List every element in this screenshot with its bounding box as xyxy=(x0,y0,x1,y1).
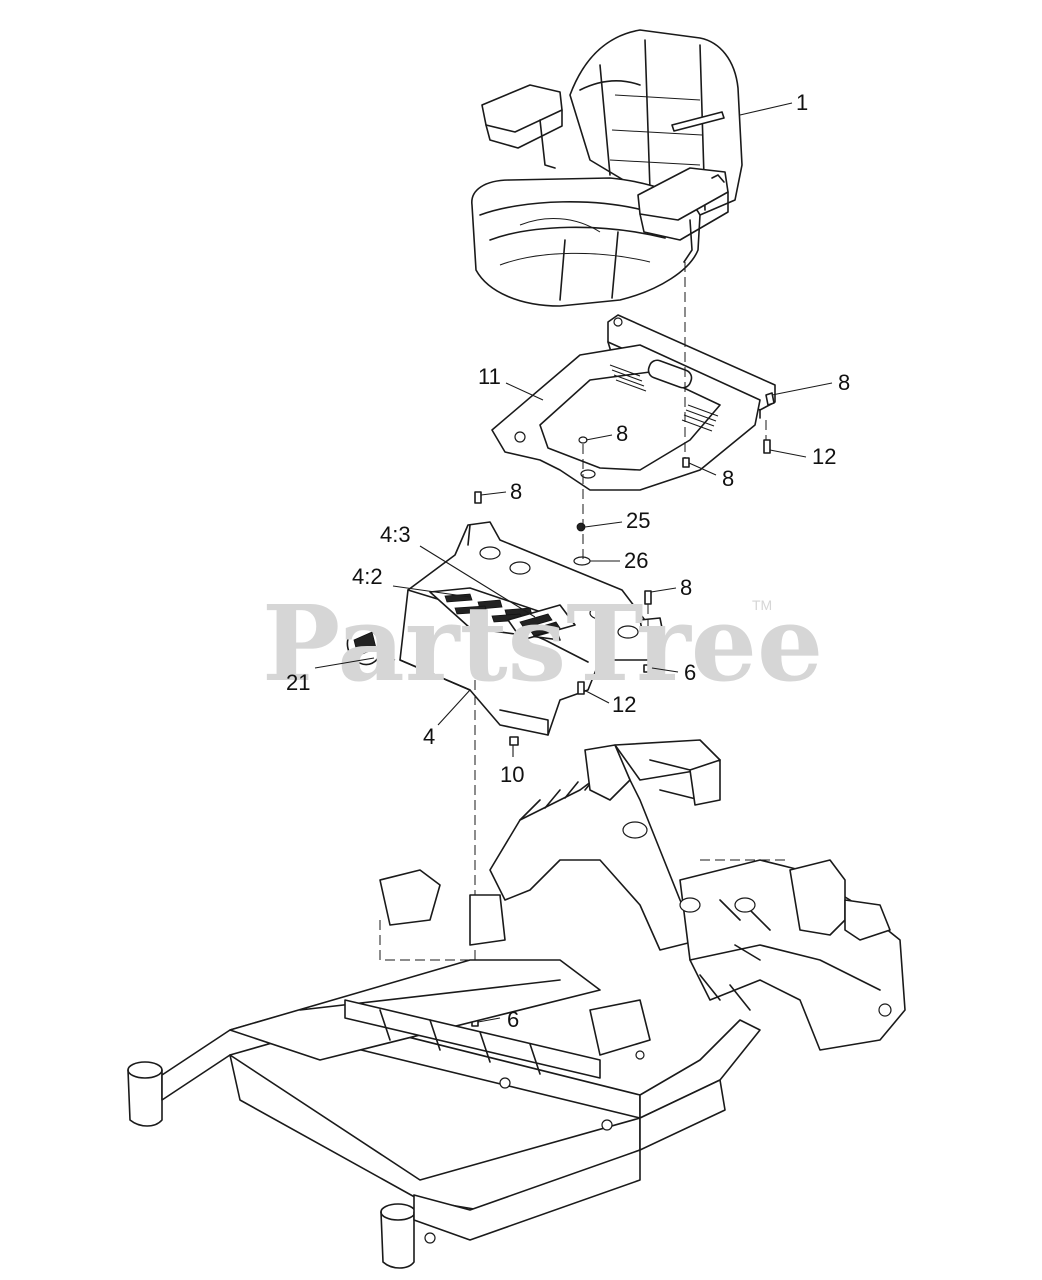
chassis-frame xyxy=(127,739,906,1269)
callout-label-6: 6 xyxy=(684,660,696,685)
callout-label-8: 8 xyxy=(616,421,628,446)
exmark-logo-icon xyxy=(346,626,396,666)
watermark-trademark: TM xyxy=(752,597,772,613)
seat-assembly xyxy=(471,29,743,307)
callout-label-4: 4 xyxy=(423,724,435,749)
hardware xyxy=(471,392,775,1027)
callout-label-8: 8 xyxy=(680,575,692,600)
callout-label-21: 21 xyxy=(286,670,310,695)
callout-label-4-3: 4:3 xyxy=(380,522,411,547)
callout-label-8: 8 xyxy=(722,466,734,491)
callout-leaders xyxy=(314,102,833,1023)
callout-label-26: 26 xyxy=(624,548,648,573)
callout-labels: 1 11 8 8 12 8 8 25 26 4:3 4:2 8 6 21 12 … xyxy=(286,90,850,1032)
callout-label-11: 11 xyxy=(478,364,501,389)
assembly-lines xyxy=(474,262,767,1015)
callout-label-10: 10 xyxy=(500,762,524,787)
seat-mount-plate xyxy=(399,521,663,736)
watermark-text: PartsTree xyxy=(262,582,823,705)
callout-label-1: 1 xyxy=(796,90,808,115)
callout-label-8: 8 xyxy=(838,370,850,395)
seat-pan xyxy=(491,314,776,491)
callout-label-12: 12 xyxy=(812,444,836,469)
callout-label-6: 6 xyxy=(507,1007,519,1032)
callout-label-8: 8 xyxy=(510,479,522,504)
callout-label-4-2: 4:2 xyxy=(352,564,383,589)
callout-label-25: 25 xyxy=(626,508,650,533)
callout-label-12: 12 xyxy=(612,692,636,717)
